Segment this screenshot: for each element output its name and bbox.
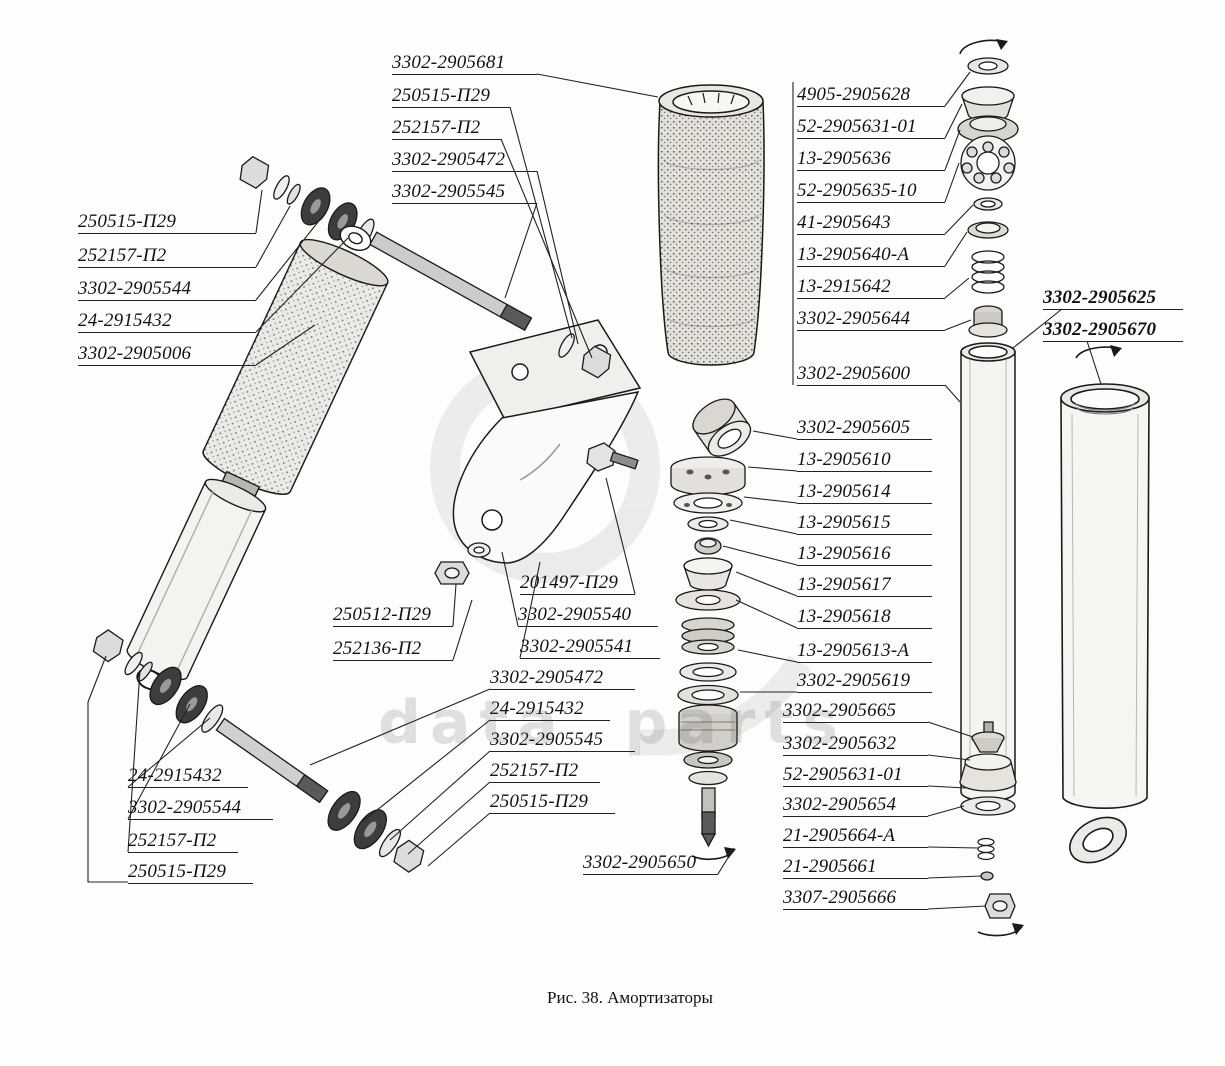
part-label-lower-left-3: 250515-П29 [128, 862, 253, 884]
part-label-lower-left-2: 252157-П2 [128, 831, 238, 853]
part-label-upper-left-2: 3302-2905544 [78, 279, 256, 301]
rod-guide-seal-parts [957, 57, 1019, 338]
part-label-upper-right-1: 52-2905631-01 [797, 117, 945, 139]
part-label-upper-left-1: 252157-П2 [78, 246, 256, 268]
part-label-upper-left-4: 3302-2905006 [78, 344, 256, 366]
shock-absorber-body [126, 225, 389, 691]
part-label-upper-left-0: 250515-П29 [78, 212, 256, 234]
part-label-center-left-1: 252136-П2 [333, 639, 453, 661]
part-label-upper-right-3: 52-2905635-10 [797, 181, 945, 203]
part-label-lower-right-6: 3307-2905666 [783, 888, 928, 910]
part-label-top-center-4: 3302-2905545 [392, 182, 537, 204]
spring [971, 250, 1005, 294]
part-label-lower-left-1: 3302-2905544 [128, 798, 273, 820]
upper-pin-nut [239, 155, 270, 189]
part-label-center-1: 3302-2905540 [518, 605, 658, 627]
upper-pin-assembly [239, 155, 533, 332]
part-label-mid-right-1: 13-2905610 [797, 450, 932, 472]
part-label-mid-right-3: 13-2905615 [797, 513, 932, 535]
part-label-mid-right-6: 13-2905618 [797, 607, 932, 629]
part-label-lower-right-1: 3302-2905632 [783, 734, 928, 756]
outer-tube [1060, 383, 1150, 864]
part-label-lower-left-0: 24-2915432 [128, 766, 248, 788]
part-label-lower-right-3: 3302-2905654 [783, 795, 928, 817]
base-valve-parts [959, 721, 1017, 919]
part-label-top-center-3: 3302-2905472 [392, 150, 537, 172]
part-label-mid-right-4: 13-2905616 [797, 544, 932, 566]
part-label-mid-right-8: 3302-2905619 [797, 671, 932, 693]
part-label-center-left-0: 250512-П29 [333, 605, 453, 627]
lower-pin-assembly [92, 629, 425, 873]
part-label-lower-center-1: 24-2915432 [490, 699, 610, 721]
part-label-mid-right-2: 13-2905614 [797, 482, 932, 504]
part-label-lower-center-2: 3302-2905545 [490, 730, 635, 752]
part-label-right-bold-0: 3302-2905625 [1043, 288, 1183, 310]
tube-eye [1069, 816, 1127, 864]
part-label-center-0: 201497-П29 [520, 573, 635, 595]
rod-eye-sleeve [692, 398, 752, 457]
part-label-upper-right-0: 4905-2905628 [797, 85, 945, 107]
small-spring [977, 837, 995, 861]
piston-valve-stack [670, 398, 752, 848]
part-label-upper-left-3: 24-2915432 [78, 311, 256, 333]
bracket-washer-nut [434, 542, 491, 585]
leader-lines [87, 71, 1102, 910]
part-label-mid-right-5: 13-2905617 [797, 575, 932, 597]
upper-pin-fasteners [558, 333, 612, 379]
part-label-lower-right-5: 21-2905661 [783, 857, 928, 879]
part-label-bottom-0: 3302-2905650 [583, 853, 718, 875]
part-label-mid-right-0: 3302-2905605 [797, 418, 932, 440]
bracket-bolt [586, 442, 639, 472]
mounting-bracket [452, 319, 642, 564]
dust-boot [657, 84, 765, 366]
part-label-upper-right-5: 13-2905640-А [797, 245, 945, 267]
part-label-upper-right-8: 3302-2905600 [797, 364, 945, 386]
part-label-lower-center-4: 250515-П29 [490, 792, 615, 814]
part-label-mid-right-7: 13-2905613-А [797, 641, 932, 663]
part-label-top-center-2: 252157-П2 [392, 118, 501, 140]
part-label-upper-right-6: 13-2915642 [797, 277, 945, 299]
part-label-lower-right-4: 21-2905664-А [783, 826, 928, 848]
part-label-center-2: 3302-2905541 [520, 637, 660, 659]
part-label-top-center-0: 3302-2905681 [392, 53, 537, 75]
figure-caption: Рис. 38. Амортизаторы [547, 988, 713, 1007]
part-label-lower-right-0: 3302-2905665 [783, 701, 928, 723]
part-label-lower-center-0: 3302-2905472 [490, 668, 635, 690]
part-label-upper-right-4: 41-2905643 [797, 213, 945, 235]
part-label-upper-right-7: 3302-2905644 [797, 309, 945, 331]
part-label-top-center-1: 250515-П29 [392, 86, 510, 108]
part-label-upper-right-2: 13-2905636 [797, 149, 945, 171]
part-label-right-bold-1: 3302-2905670 [1043, 320, 1183, 342]
part-label-lower-center-3: 252157-П2 [490, 761, 600, 783]
part-label-lower-right-2: 52-2905631-01 [783, 765, 928, 787]
